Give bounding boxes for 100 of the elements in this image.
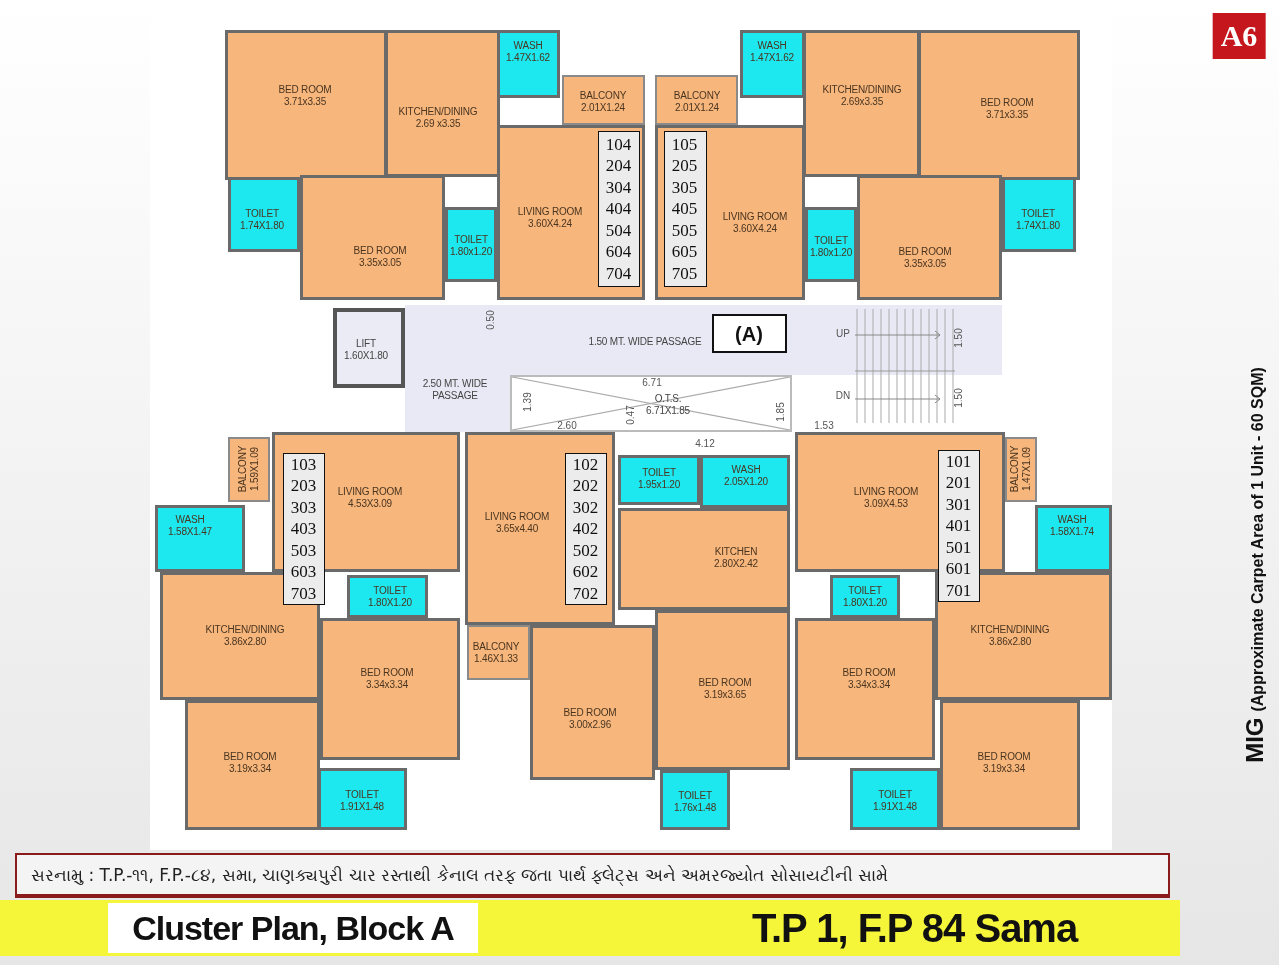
room-size: 1.74X1.80 (1016, 220, 1060, 232)
room-area (1002, 177, 1076, 252)
room-name: KITCHEN/DINING (398, 106, 478, 118)
room-name: LIVING ROOM (517, 206, 583, 218)
unit-number: 602 (572, 560, 599, 583)
room-area (830, 575, 900, 618)
room-size: 3.09X4.53 (863, 498, 909, 510)
unit-number: 505 (671, 219, 698, 241)
unit-number-box (938, 450, 980, 602)
unit-number: 105 (671, 133, 698, 155)
dimension-text: 1.53 (814, 419, 834, 431)
room-area (618, 508, 790, 610)
room-name: WASH (756, 40, 788, 52)
room-size: 1.60X1.80 (344, 350, 388, 362)
room-size: 3.86x2.80 (987, 636, 1033, 648)
passage-label: 1.50 MT. WIDE PASSAGE (588, 336, 702, 348)
room-area (857, 175, 1002, 300)
room-name: WASH (730, 464, 762, 476)
room-size: 3.60X4.24 (732, 223, 778, 235)
room-size: 2.01X1.24 (674, 102, 720, 114)
room-size: 2.69x3.35 (839, 96, 885, 108)
room-size: 3.71x3.35 (984, 109, 1030, 121)
room-size: 2.05X1.20 (724, 476, 768, 488)
room-size: 1.80x1.20 (449, 246, 493, 258)
room-name: BALCONY (237, 445, 249, 493)
room-size: 4.53X3.09 (347, 498, 393, 510)
balcony-area (1005, 437, 1037, 502)
dimension-text: 6.71 (642, 376, 662, 388)
room-name: TOILET (372, 585, 408, 597)
unit-number: 301 (945, 493, 972, 515)
room-name: BALCONY (1009, 445, 1021, 493)
unit-number: 604 (605, 240, 632, 263)
room-name: LIFT (355, 338, 377, 350)
unit-number: 201 (945, 471, 972, 494)
room-name: BED ROOM (353, 245, 407, 257)
unit-number: 204 (605, 154, 632, 177)
unit-number: 404 (605, 197, 632, 220)
room-size: 1.91X1.48 (340, 801, 384, 813)
room-size: 1.95x1.20 (637, 479, 681, 491)
room-name: TOILET (453, 234, 489, 246)
unit-number: 601 (945, 557, 972, 580)
dimension-text: 1.50 (952, 388, 964, 408)
unit-number: 705 (671, 262, 698, 284)
room-name: KITCHEN/DINING (205, 624, 285, 636)
room-size: 3.19x3.65 (702, 689, 748, 701)
room-name: WASH (512, 40, 544, 52)
room-size: 1.91X1.48 (873, 801, 917, 813)
dimension-text: 2.60 (557, 419, 577, 431)
room-area (347, 575, 428, 618)
room-name: BED ROOM (223, 751, 277, 763)
room-size: 3.60X4.24 (527, 218, 573, 230)
room-size: 2.80X2.42 (714, 558, 758, 570)
room-name: TOILET (1020, 208, 1056, 220)
unit-number: 104 (605, 133, 632, 155)
unit-number: 304 (605, 176, 632, 198)
room-area (445, 207, 497, 282)
unit-number: 701 (945, 579, 972, 601)
room-area (803, 30, 920, 177)
room-name: KITCHEN (714, 546, 758, 558)
room-name: BED ROOM (698, 677, 752, 689)
dimension-text: 1.50 (952, 328, 964, 348)
room-name: TOILET (677, 790, 713, 802)
room-size: 3.19x3.34 (981, 763, 1027, 775)
unit-number: 501 (945, 536, 972, 558)
address-text: સરનામુ : T.P.-૧૧, F.P.-૮૪, સમા, ચાણક્યપુરી ચાર રસ્તાથી કેનાલ તરફ જતા પાર્થ ફ્લેટ્સ અને અમરજ્યોત સોસાયટીની સામે (31, 865, 888, 885)
room-name: BED ROOM (360, 667, 414, 679)
room-area (618, 455, 700, 505)
room-size: 1.80X1.20 (368, 597, 412, 609)
room-name: TOILET (813, 235, 849, 247)
room-area (225, 30, 387, 180)
room-area (318, 768, 407, 830)
lift-shaft (333, 308, 405, 388)
unit-number-box (664, 131, 707, 287)
room-size: 1.58X1.74 (1050, 526, 1094, 538)
balcony-area (655, 75, 738, 125)
room-area (700, 455, 790, 508)
block-label: (A) (735, 322, 763, 346)
room-name: BALCONY (472, 641, 520, 653)
room-size: 2.69 x3.35 (414, 118, 462, 130)
balcony-area (228, 437, 270, 502)
room-name: O.T.S. (653, 393, 683, 405)
dimension-text: 1.85 (774, 402, 786, 422)
unit-number: 202 (572, 474, 599, 497)
site-reference: T.P 1, F.P 84 Sama (752, 905, 1078, 952)
room-area (740, 30, 805, 98)
room-area (228, 177, 300, 252)
room-area (155, 505, 245, 572)
room-area (655, 610, 790, 770)
room-area (805, 207, 857, 282)
balcony-area (562, 75, 645, 125)
unit-number: 504 (605, 219, 632, 241)
unit-number: 103 (290, 453, 317, 475)
unit-number: 205 (671, 154, 698, 177)
room-size: 1.80X1.20 (843, 597, 887, 609)
unit-number: 503 (290, 539, 317, 561)
room-size: 3.34x3.34 (364, 679, 410, 691)
unit-number: 702 (572, 582, 599, 604)
room-area (940, 700, 1080, 830)
room-size: 1.74X1.80 (240, 220, 284, 232)
unit-number: 502 (572, 539, 599, 561)
